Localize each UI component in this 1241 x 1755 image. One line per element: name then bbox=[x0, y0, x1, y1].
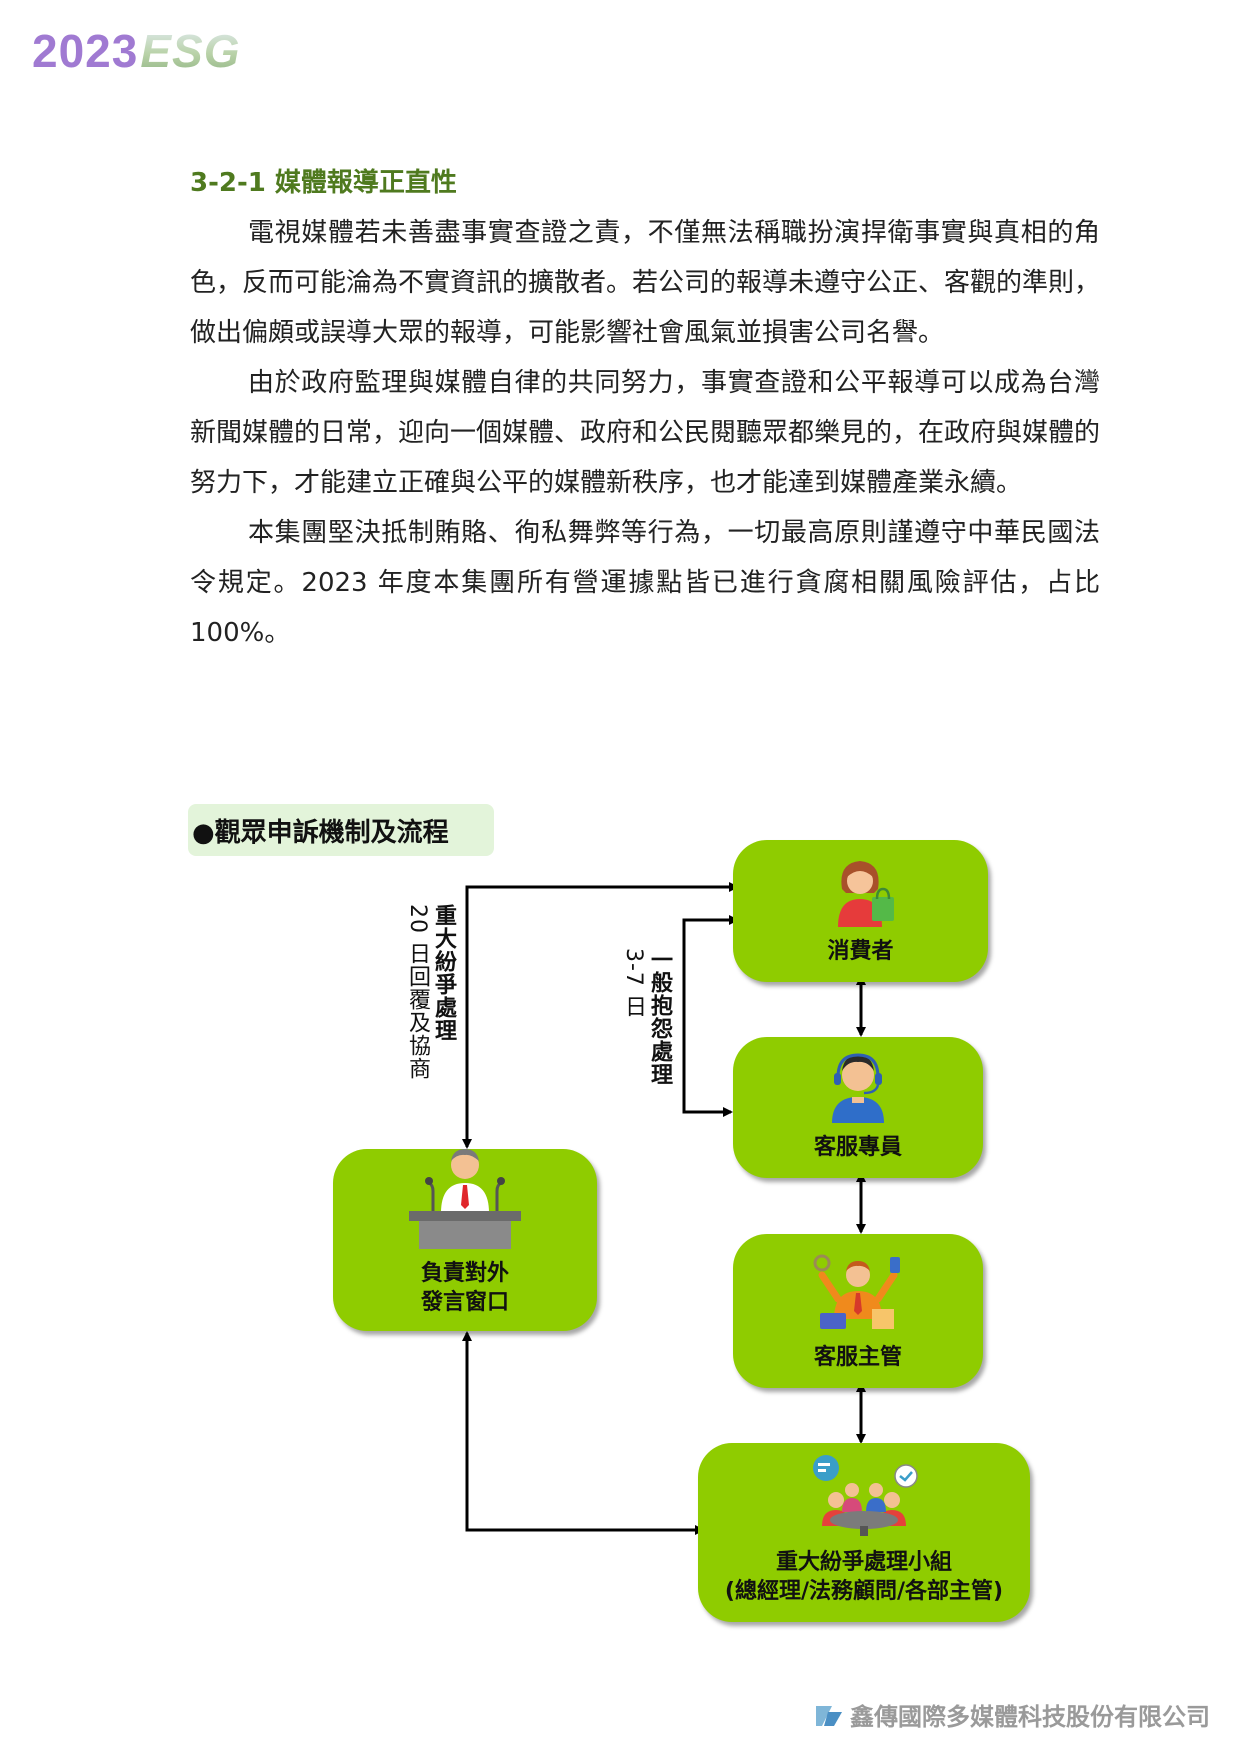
body-text: 電視媒體若未善盡事實查證之責，不僅無法稱職扮演捍衛事實與真相的角色，反而可能淪為… bbox=[190, 208, 1100, 658]
paragraph: 電視媒體若未善盡事實查證之責，不僅無法稱職扮演捍衛事實與真相的角色，反而可能淪為… bbox=[190, 218, 1101, 348]
committee-label-line1: 重大紛爭處理小組 bbox=[775, 1550, 952, 1575]
connector-consumer-to-spokesperson bbox=[462, 882, 739, 1149]
consumer-icon bbox=[824, 853, 898, 931]
consumer-label: 消費者 bbox=[827, 939, 894, 964]
node-consumer: 消費者 bbox=[733, 840, 988, 982]
major-dispute-title: 重大紛爭處理 bbox=[431, 904, 456, 1042]
node-cs-manager: 客服主管 bbox=[733, 1234, 983, 1388]
general-complaint-title: 一般抱怨處理 bbox=[647, 948, 672, 1086]
footer: 鑫傳國際多媒體科技股份有限公司 bbox=[814, 1697, 1210, 1732]
logo-year: 2023 bbox=[32, 25, 139, 77]
spokesperson-label-line1: 負責對外 bbox=[420, 1261, 509, 1286]
node-spokesperson: 負責對外 發言窗口 bbox=[333, 1149, 597, 1331]
paragraph: 由於政府監理與媒體自律的共同努力，事實查證和公平報導可以成為台灣新聞媒體的日常，… bbox=[190, 368, 1101, 498]
connector-committee-to-spokesperson bbox=[462, 1331, 705, 1535]
busy-manager-icon bbox=[812, 1249, 904, 1337]
section-title: 3-2-1 媒體報導正直性 bbox=[190, 168, 457, 198]
general-complaint-sub: 3-7 日 bbox=[621, 948, 646, 1018]
paragraph: 本集團堅決抵制賄賂、徇私舞弊等行為，一切最高原則謹遵守中華民國法令規定。2023… bbox=[190, 518, 1100, 648]
cs-manager-label: 客服主管 bbox=[813, 1345, 902, 1370]
headset-agent-icon bbox=[822, 1047, 894, 1127]
flow-title: ●觀眾申訴機制及流程 bbox=[188, 804, 494, 856]
major-dispute-sub: 20 日回覆及協商 bbox=[405, 904, 430, 1080]
company-logo-icon bbox=[816, 1705, 842, 1726]
spokesperson-label: 負責對外 發言窗口 bbox=[421, 1259, 509, 1317]
committee-label: 重大紛爭處理小組 (總經理/法務顧問/各部主管) bbox=[725, 1548, 1003, 1606]
company-name: 鑫傳國際多媒體科技股份有限公司 bbox=[850, 1703, 1210, 1731]
report-logo: 2023 ESG bbox=[32, 24, 241, 78]
committee-label-line2: (總經理/法務顧問/各部主管) bbox=[724, 1579, 1004, 1604]
major-dispute-label: 重大紛爭處理 20 日回覆及協商 bbox=[404, 904, 456, 1104]
cs-staff-label: 客服專員 bbox=[813, 1135, 902, 1160]
general-complaint-label: 一般抱怨處理 3-7 日 bbox=[620, 948, 672, 1128]
logo-esg: ESG bbox=[140, 25, 241, 77]
meeting-group-icon bbox=[802, 1454, 926, 1542]
node-cs-staff: 客服專員 bbox=[733, 1037, 983, 1178]
connector-general-complaint bbox=[682, 915, 739, 1117]
node-dispute-committee: 重大紛爭處理小組 (總經理/法務顧問/各部主管) bbox=[698, 1443, 1030, 1622]
spokesperson-label-line2: 發言窗口 bbox=[420, 1290, 509, 1315]
podium-speaker-icon bbox=[407, 1143, 523, 1253]
